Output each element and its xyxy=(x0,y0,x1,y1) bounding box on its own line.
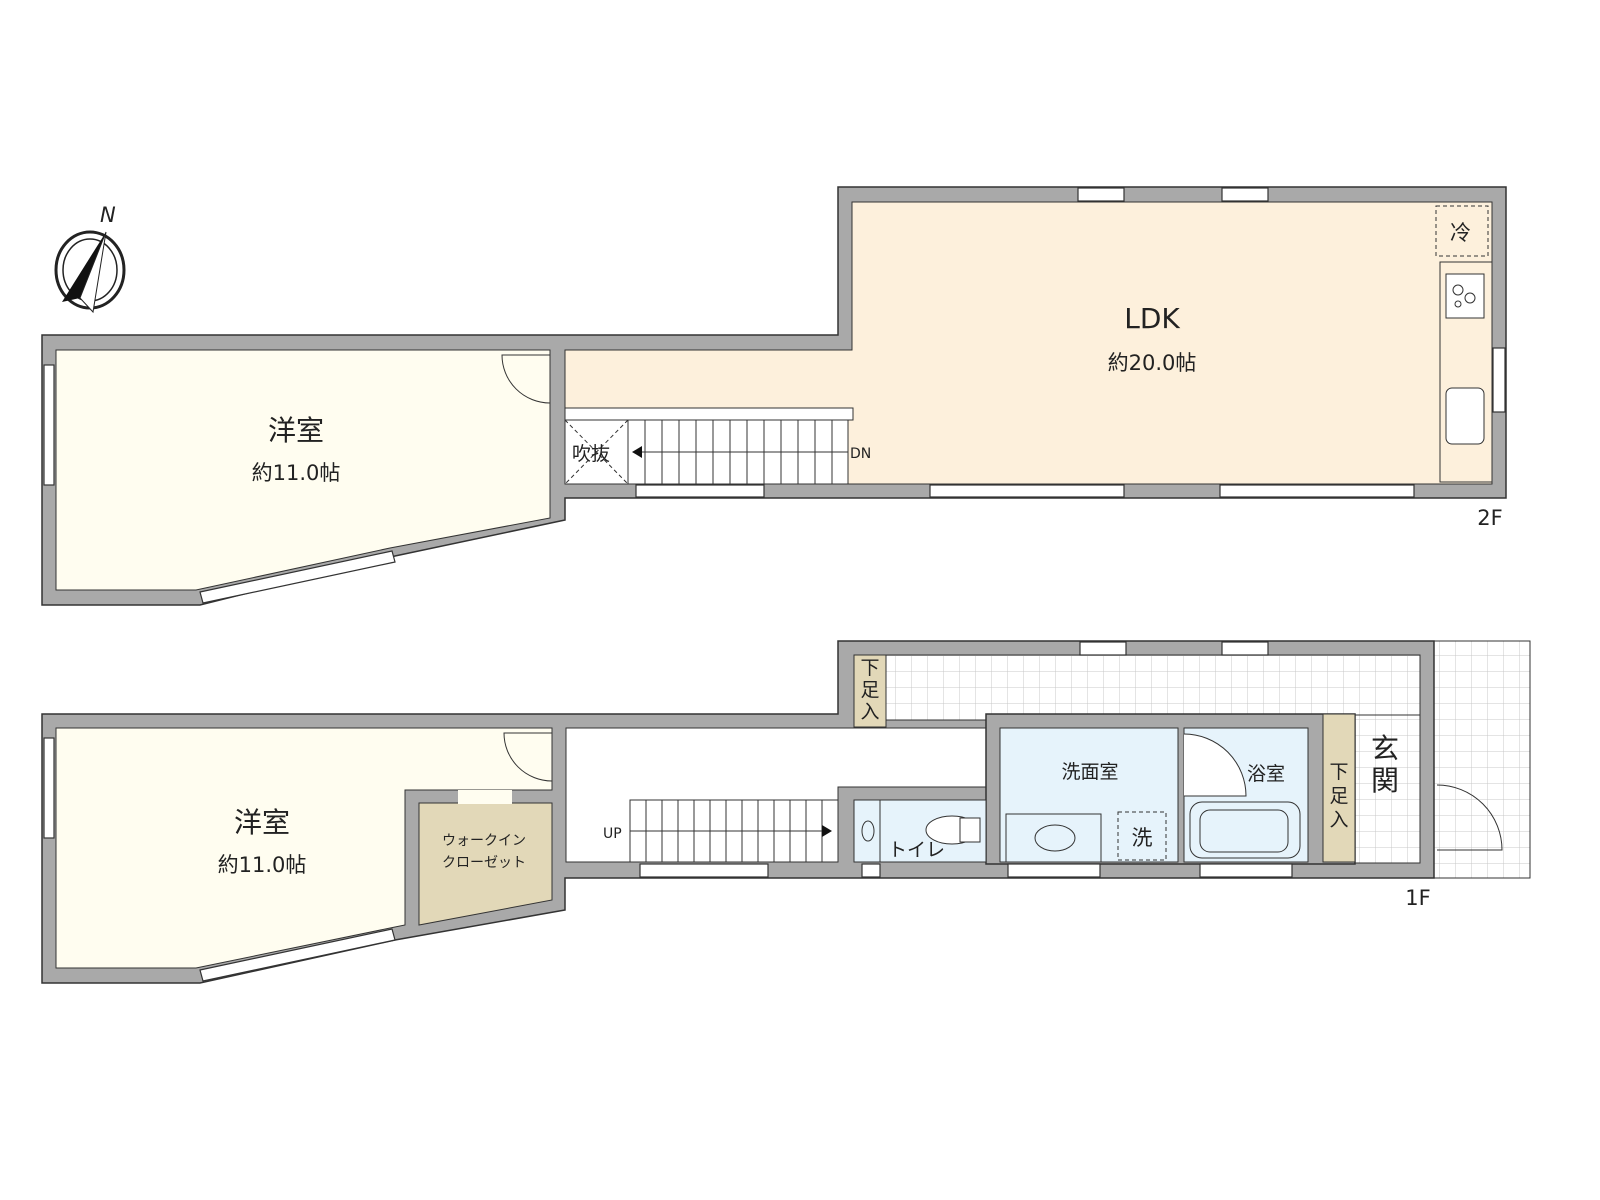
shoe-storage-2-label: 入 xyxy=(1329,809,1348,831)
washer-label: 洗 xyxy=(1132,826,1153,850)
porch xyxy=(1433,640,1531,879)
window xyxy=(1219,484,1415,498)
floor1-western-room-name: 洋室 xyxy=(234,806,290,839)
floor-2: 吹抜 DN 冷 洋室 約11.0帖 LDK 約20.0帖 2F xyxy=(41,186,1507,606)
toilet-label: トイレ xyxy=(888,839,945,861)
arrow-right-icon xyxy=(822,825,832,837)
arrow-left-icon xyxy=(632,446,642,458)
window xyxy=(1221,641,1269,656)
window xyxy=(1077,187,1125,202)
shoe-storage-2-label: 下 xyxy=(1329,761,1348,783)
entrance-label: 玄 xyxy=(1371,732,1399,765)
compass-north-label: N xyxy=(100,203,116,227)
bathroom-label: 浴室 xyxy=(1247,763,1285,785)
ldk-size: 約20.0帖 xyxy=(1108,351,1197,375)
window xyxy=(1492,347,1506,413)
window xyxy=(1221,187,1269,202)
window xyxy=(635,484,765,498)
shoe-storage-1-label: 足 xyxy=(860,679,879,701)
window xyxy=(1199,863,1293,878)
bathroom-door[interactable] xyxy=(1183,733,1247,797)
window xyxy=(43,737,55,839)
entrance-label: 関 xyxy=(1371,764,1399,797)
floor2-door[interactable] xyxy=(501,354,551,404)
floor1-stairs[interactable] xyxy=(629,799,839,863)
floor1-western-room xyxy=(55,727,553,969)
window xyxy=(199,550,396,604)
washroom-label: 洗面室 xyxy=(1061,761,1118,783)
shoe-storage-2 xyxy=(1322,713,1356,863)
stairs-up-label: UP xyxy=(603,826,622,842)
window xyxy=(199,928,396,982)
void-label: 吹抜 xyxy=(572,443,610,465)
shoe-storage-1-label: 入 xyxy=(860,701,879,723)
stairs-down-label: DN xyxy=(850,446,871,462)
window xyxy=(1007,863,1101,878)
floor1-western-room-size: 約11.0帖 xyxy=(218,853,307,877)
floor1-door[interactable] xyxy=(503,732,553,782)
washer-space xyxy=(1117,811,1167,861)
floor2-western-room-name: 洋室 xyxy=(268,414,324,447)
floor-1: ウォークイン クローゼット UP 下 足 入 下 足 入 玄 関 洗面室 洗 xyxy=(41,640,1531,984)
window xyxy=(929,484,1125,498)
floor2-western-room xyxy=(55,349,551,591)
vanity xyxy=(1005,813,1102,863)
entrance-hall-tiles xyxy=(853,654,1421,721)
floor2-handrail xyxy=(564,407,854,421)
window xyxy=(639,863,769,878)
wic-label-line2: クローゼット xyxy=(442,855,526,871)
shoe-storage-1 xyxy=(853,654,887,728)
compass-icon: N xyxy=(54,203,126,314)
fridge-space xyxy=(1435,205,1489,257)
ldk-name: LDK xyxy=(1124,302,1180,335)
floor2-stairs[interactable] xyxy=(627,419,849,485)
basin-icon xyxy=(1034,824,1076,852)
front-door[interactable] xyxy=(1436,784,1503,851)
bathtub-icon xyxy=(1189,801,1301,859)
floor1-label: 1F xyxy=(1405,886,1430,910)
sink-icon xyxy=(1445,387,1485,445)
floor2-western-room-size: 約11.0帖 xyxy=(252,461,341,485)
wic-label-line1: ウォークイン xyxy=(442,833,526,849)
shoe-storage-2-label: 足 xyxy=(1329,785,1348,807)
window xyxy=(1079,641,1127,656)
window xyxy=(43,364,55,486)
floor2-label: 2F xyxy=(1477,506,1502,530)
hand-basin-icon xyxy=(861,820,875,842)
window xyxy=(861,863,881,878)
fridge-label: 冷 xyxy=(1450,221,1471,245)
entrance xyxy=(1354,714,1421,864)
shoe-storage-1-label: 下 xyxy=(860,657,879,679)
